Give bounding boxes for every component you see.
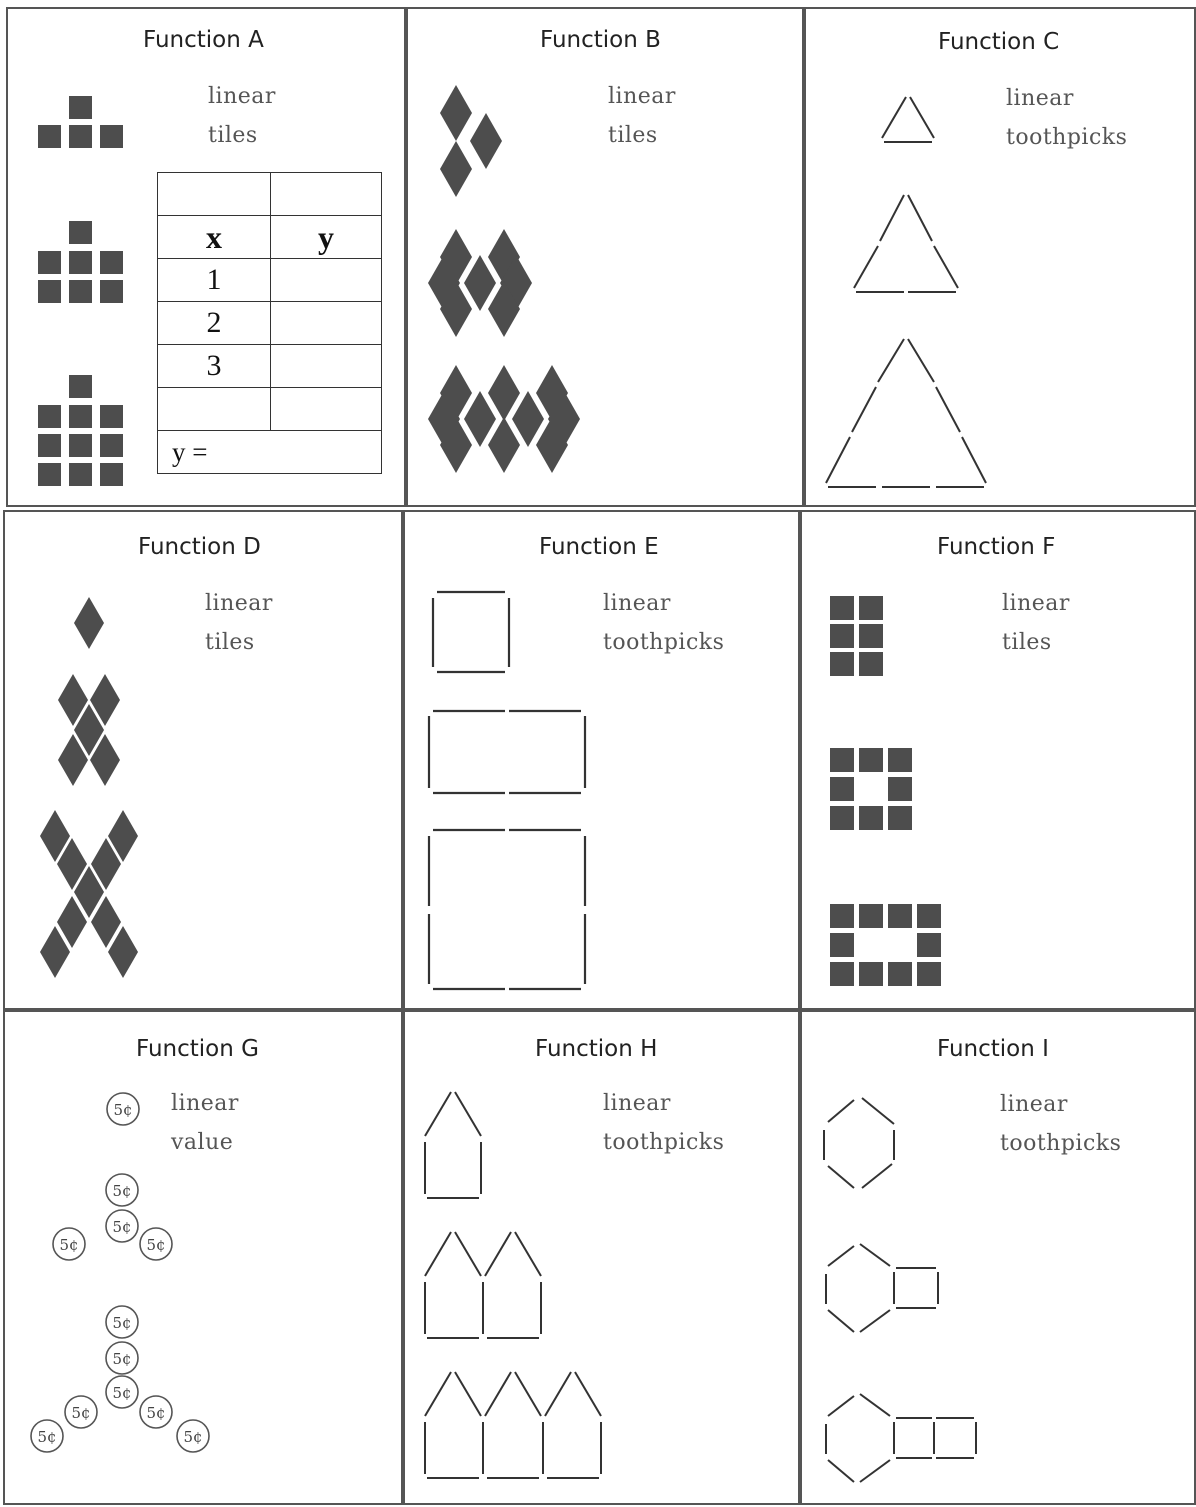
square-stage-3	[429, 830, 585, 989]
diamond-pattern-b	[408, 9, 806, 509]
card-function-i: Function I linear toothpicks	[800, 1010, 1196, 1505]
coin-stage-3: 5¢ 5¢ 5¢ 5¢ 5¢ 5¢ 5¢	[31, 1306, 209, 1452]
hexagon-squares-stage-3	[826, 1394, 976, 1482]
y-header: y	[271, 216, 382, 259]
coin-icon: 5¢	[106, 1342, 138, 1374]
card-function-b: Function B linear tiles	[406, 7, 804, 507]
formula-cell[interactable]: y =	[158, 431, 382, 474]
card-function-f: Function F linear tiles	[800, 510, 1196, 1010]
table-cell[interactable]	[271, 173, 382, 216]
svg-text:5¢: 5¢	[113, 1101, 132, 1119]
coin-icon: 5¢	[140, 1228, 172, 1260]
card-function-d: Function D linear tiles	[3, 510, 403, 1010]
tile-stage-1	[38, 96, 123, 148]
card-function-e: Function E linear toothpicks	[403, 510, 800, 1010]
coin-icon: 5¢	[106, 1306, 138, 1338]
table-cell[interactable]	[158, 173, 271, 216]
triangle-stage-3	[826, 339, 986, 487]
hexagon-square-stage-2	[826, 1244, 938, 1332]
house-stage-3	[425, 1372, 601, 1478]
diamond-stage-2	[58, 674, 120, 786]
coin-icon: 5¢	[106, 1210, 138, 1242]
y-value-cell[interactable]	[271, 345, 382, 388]
toothpick-squares-e	[405, 512, 802, 1012]
y-value-cell[interactable]	[271, 302, 382, 345]
diamond-pattern-d	[5, 512, 405, 1012]
diamond-stage-2	[428, 229, 532, 337]
svg-text:5¢: 5¢	[146, 1236, 165, 1254]
rectangle-stage-2	[429, 711, 585, 793]
house-stage-2	[425, 1232, 541, 1338]
coin-icon: 5¢	[140, 1396, 172, 1428]
y-value-cell[interactable]	[271, 259, 382, 302]
svg-text:5¢: 5¢	[112, 1314, 131, 1332]
card-function-g: Function G linear value 5¢5¢5¢5¢5¢5¢5¢5¢…	[3, 1010, 403, 1505]
coin-icon: 5¢	[106, 1376, 138, 1408]
coin-icon: 5¢	[177, 1420, 209, 1452]
tile-stage-2	[38, 221, 123, 303]
coin-stage-1: 5¢	[107, 1093, 139, 1125]
xy-table: xy 1 2 3 y =	[157, 172, 382, 474]
svg-text:5¢: 5¢	[112, 1182, 131, 1200]
tile-stage-2	[830, 748, 912, 830]
house-stage-1	[425, 1092, 481, 1198]
toothpick-houses-h	[405, 1012, 802, 1507]
coin-icon: 5¢	[106, 1174, 138, 1206]
svg-text:5¢: 5¢	[112, 1350, 131, 1368]
x-header: x	[158, 216, 271, 259]
coin-icon: 5¢	[107, 1093, 139, 1125]
diamond-stage-3	[40, 810, 138, 978]
tile-stage-3	[38, 375, 123, 486]
triangle-stage-1	[882, 97, 934, 142]
svg-text:5¢: 5¢	[183, 1428, 202, 1446]
toothpick-triangles-c	[806, 9, 1196, 509]
tile-pattern-f	[802, 512, 1196, 1012]
diamond-stage-3	[428, 365, 580, 473]
diamond-stage-1	[74, 597, 104, 649]
tile-stage-1	[830, 596, 883, 676]
table-cell[interactable]	[271, 388, 382, 431]
card-function-h: Function H linear toothpicks	[403, 1010, 800, 1505]
svg-text:5¢: 5¢	[59, 1236, 78, 1254]
toothpick-hexagons-i	[802, 1012, 1196, 1507]
svg-text:5¢: 5¢	[71, 1404, 90, 1422]
diamond-stage-1	[440, 85, 502, 197]
square-stage-1	[433, 592, 509, 672]
svg-text:5¢: 5¢	[112, 1384, 131, 1402]
svg-text:5¢: 5¢	[146, 1404, 165, 1422]
svg-text:5¢: 5¢	[37, 1428, 56, 1446]
triangle-stage-2	[854, 195, 958, 292]
coin-stages: 5¢ 5¢ 5¢ 5¢ 5¢ 5¢ 5¢ 5¢ 5¢ 5¢ 5¢ 5¢	[5, 1012, 405, 1507]
coin-icon: 5¢	[31, 1420, 63, 1452]
coin-stage-2: 5¢ 5¢ 5¢ 5¢	[53, 1174, 172, 1260]
x-value: 2	[158, 302, 271, 345]
svg-text:5¢: 5¢	[112, 1218, 131, 1236]
x-value: 1	[158, 259, 271, 302]
hexagon-stage-1	[824, 1098, 894, 1188]
table-cell[interactable]	[158, 388, 271, 431]
card-function-c: Function C linear toothpicks	[804, 7, 1196, 507]
tile-stage-3	[830, 904, 941, 986]
coin-icon: 5¢	[65, 1396, 97, 1428]
x-value: 3	[158, 345, 271, 388]
coin-icon: 5¢	[53, 1228, 85, 1260]
